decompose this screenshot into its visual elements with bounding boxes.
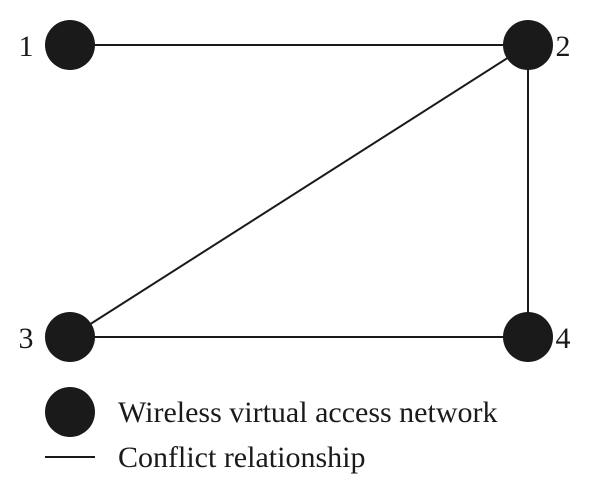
legend-node-text: Wireless virtual access network	[118, 396, 497, 429]
node-label-1: 1	[19, 30, 34, 63]
node-4	[503, 312, 553, 362]
nodes-group	[45, 20, 553, 362]
node-label-3: 3	[19, 322, 34, 355]
node-2	[503, 20, 553, 70]
node-label-2: 2	[556, 30, 571, 63]
edges-group	[69, 44, 529, 338]
legend-edge-text: Conflict relationship	[118, 441, 365, 474]
node-3	[45, 312, 95, 362]
legend: Wireless virtual access network Conflict…	[45, 387, 497, 474]
node-1	[45, 20, 95, 70]
node-labels-group: 1 2 3 4	[19, 30, 571, 355]
legend-node-symbol	[45, 387, 95, 437]
node-label-4: 4	[556, 322, 571, 355]
edge-2-3	[69, 44, 529, 338]
